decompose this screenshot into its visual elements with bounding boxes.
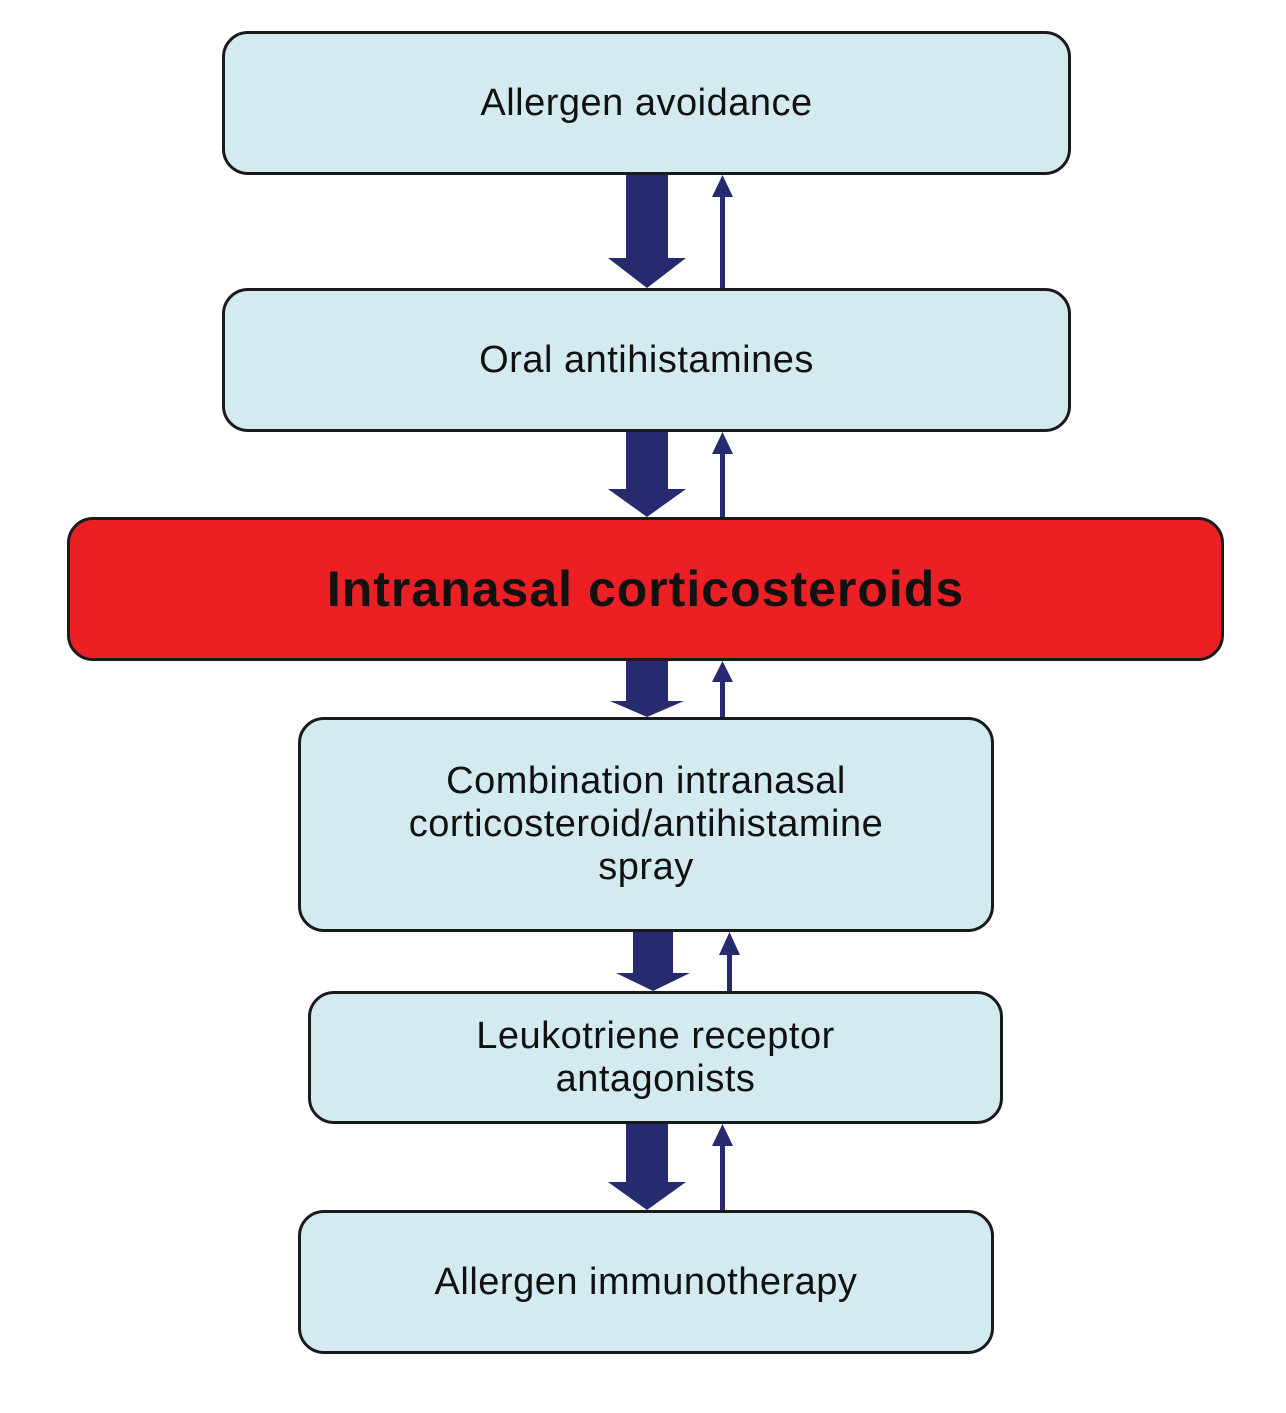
step-up-arrow-icon [712,175,733,197]
step-allergen-avoidance: Allergen avoidance [222,31,1071,175]
step-combination-spray: Combination intranasal corticosteroid/an… [298,717,994,932]
step-down-arrow-icon [616,932,690,991]
step-label: Intranasal corticosteroids [326,560,965,617]
step-down-arrow-icon [608,432,686,517]
step-up-arrow-icon [719,932,740,955]
step-label: Combination intranasal corticosteroid/an… [408,760,884,888]
step-intranasal-corticosteroids: Intranasal corticosteroids [67,517,1224,661]
step-up-arrow-shaft [720,452,725,517]
step-label: Oral antihistamines [479,338,814,381]
step-down-arrow-icon [608,1124,686,1210]
step-oral-antihistamines: Oral antihistamines [222,288,1071,432]
step-label: Leukotriene receptor antagonists [476,1014,835,1100]
step-down-arrow-icon [610,661,684,717]
step-down-arrow-icon [608,175,686,288]
step-up-arrow-shaft [720,195,725,288]
step-up-arrow-icon [712,432,733,454]
step-up-arrow-shaft [720,1144,725,1210]
step-up-arrow-shaft [727,953,732,991]
step-allergen-immunotherapy: Allergen immunotherapy [298,1210,994,1354]
step-up-arrow-icon [712,661,733,682]
step-leukotriene-antagonists: Leukotriene receptor antagonists [308,991,1003,1124]
step-label: Allergen avoidance [480,81,813,124]
step-label: Allergen immunotherapy [434,1260,858,1303]
step-up-arrow-icon [712,1124,733,1146]
step-up-arrow-shaft [720,680,725,717]
